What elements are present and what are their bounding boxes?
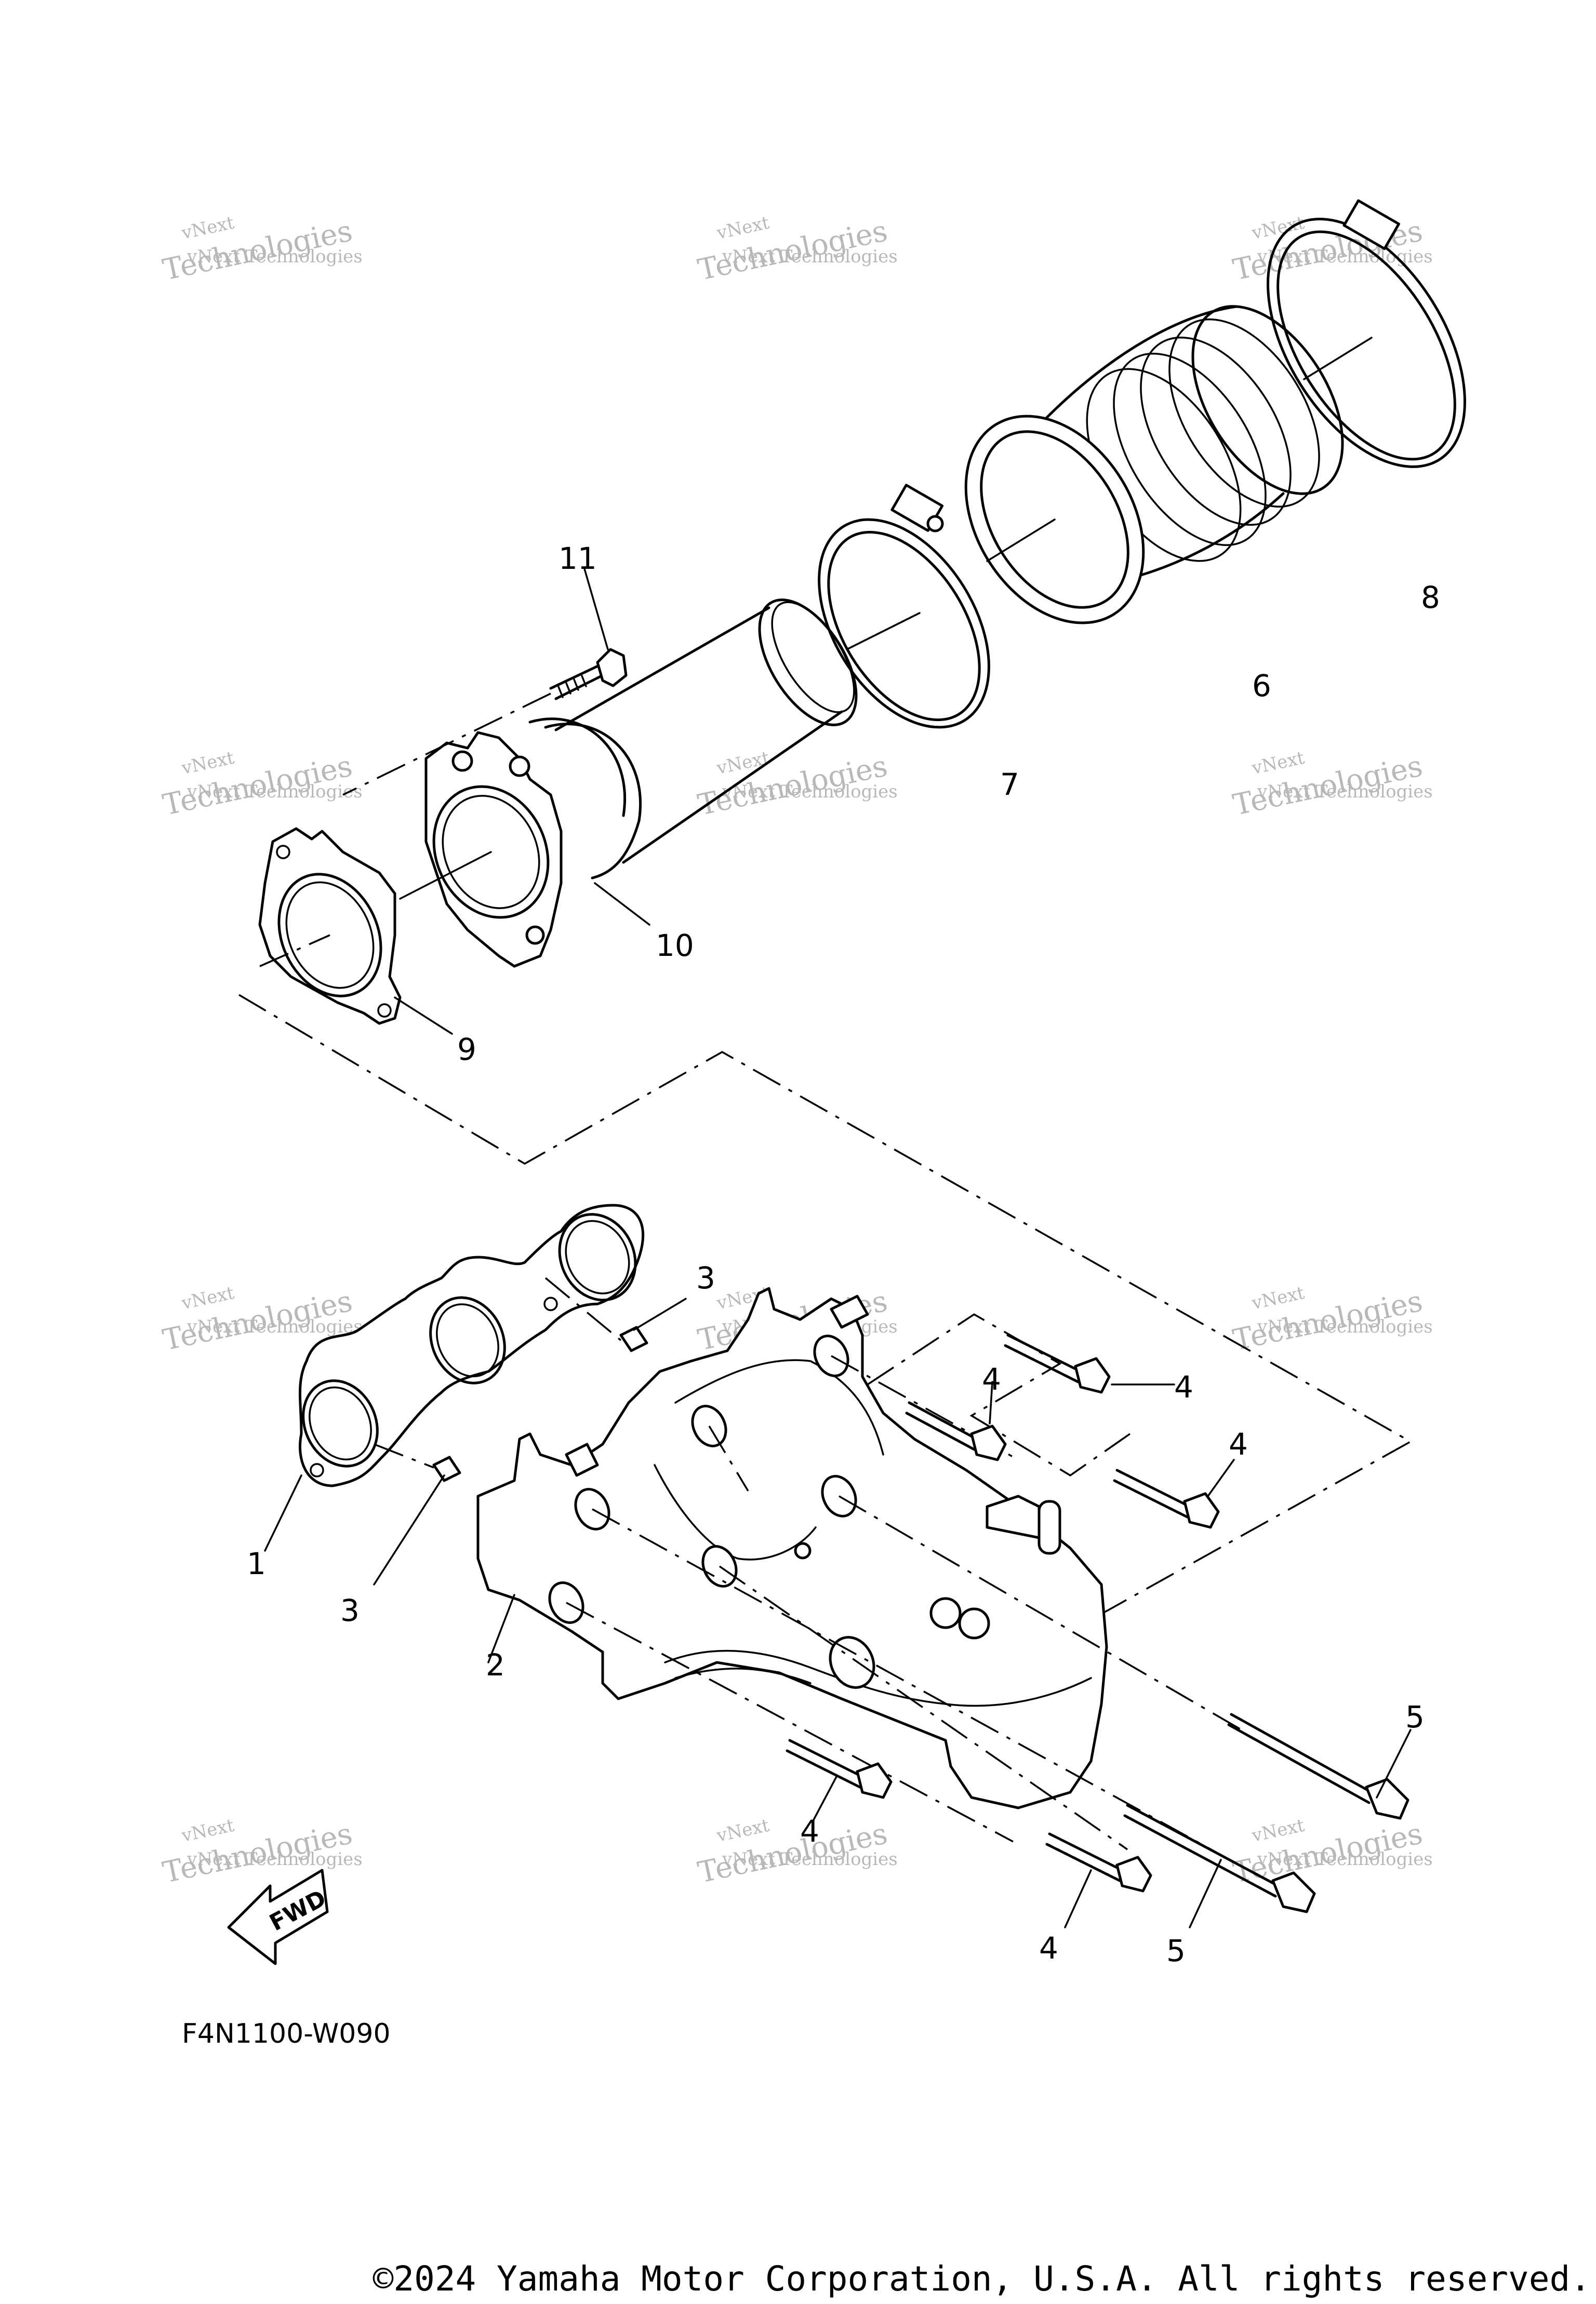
callout-9: 9	[457, 1032, 476, 1067]
watermark-vnext: vNext	[714, 748, 771, 779]
watermark-vnext: vNext	[179, 1815, 236, 1847]
callout-5: 5	[1405, 1699, 1425, 1735]
watermark-label: vNext Technologies	[1257, 1316, 1433, 1337]
callout-11: 11	[558, 541, 597, 576]
watermark-vnext: vNext	[1249, 1815, 1306, 1847]
part-10-exhaust-pipe	[399, 598, 858, 968]
part-3-dowel-pin-lower	[373, 1443, 461, 1586]
assembly-center-lines	[238, 994, 1413, 1619]
callout-7: 7	[1000, 767, 1019, 802]
watermark-vnext: vNext	[179, 212, 236, 244]
callout-3: 3	[340, 1593, 360, 1628]
callouts: 11 8 6 7 10 9 3 4 4 4 1 3 2 5 4 4 5	[247, 541, 1440, 1968]
part-4-bolt	[786, 1739, 893, 1822]
watermark-label: vNext Technologies	[187, 1316, 363, 1337]
callout-1: 1	[247, 1546, 266, 1581]
part-6-joint-hose	[964, 305, 1344, 624]
callout-4: 4	[1229, 1427, 1248, 1462]
part-11-bolt	[342, 568, 628, 796]
watermark-label: vNext Technologies	[187, 1849, 363, 1870]
watermark-vnext: vNext	[1249, 748, 1306, 779]
fwd-arrow-icon: FWD	[227, 1869, 330, 1965]
watermark-label: vNext Technologies	[1257, 781, 1433, 802]
part-2-exhaust-manifold	[476, 1287, 1268, 1882]
callout-5: 5	[1166, 1933, 1186, 1968]
part-5-long-bolt	[1123, 1804, 1316, 1928]
part-8-hose-clamp	[1267, 199, 1466, 468]
part-4-bolt	[1045, 1832, 1152, 1928]
part-3-dowel-pin	[544, 1277, 687, 1352]
watermark-label: vNext Technologies	[722, 246, 898, 267]
watermark-vnext: vNext	[1249, 1283, 1306, 1314]
callout-4: 4	[1039, 1930, 1058, 1966]
part-9-gasket	[258, 827, 453, 1035]
callout-3: 3	[696, 1260, 715, 1296]
watermark-label: vNext Technologies	[1257, 1849, 1433, 1870]
watermark-vnext: vNext	[714, 212, 771, 244]
part-7-hose-clamp	[818, 484, 990, 729]
watermark-label: vNext Technologies	[722, 781, 898, 802]
watermark-vnext: vNext	[179, 748, 236, 779]
part-4-bolt	[1004, 1334, 1175, 1394]
part-5-long-bolt	[1227, 1713, 1412, 1820]
watermark-label: vNext Technologies	[187, 246, 363, 267]
diagram-code: F4N1100-W090	[182, 2018, 391, 2049]
callout-4: 4	[1174, 1369, 1193, 1405]
callout-8: 8	[1421, 580, 1440, 615]
watermark-vnext: vNext	[714, 1815, 771, 1847]
part-1-exhaust-gasket	[264, 1204, 645, 1552]
callout-6: 6	[1252, 668, 1271, 703]
part-4-bolt	[905, 1381, 1007, 1461]
part-4-bolt	[1113, 1459, 1235, 1529]
copyright-notice: ©2024 Yamaha Motor Corporation, U.S.A. A…	[373, 2259, 1591, 2299]
callout-10: 10	[656, 928, 694, 963]
watermark-label: vNext Technologies	[187, 781, 363, 802]
callout-2: 2	[486, 1647, 505, 1683]
callout-4: 4	[800, 1814, 819, 1849]
callout-4: 4	[982, 1362, 1001, 1397]
watermark-vnext: vNext	[179, 1283, 236, 1314]
watermark-label: vNext Technologies	[722, 1849, 898, 1870]
